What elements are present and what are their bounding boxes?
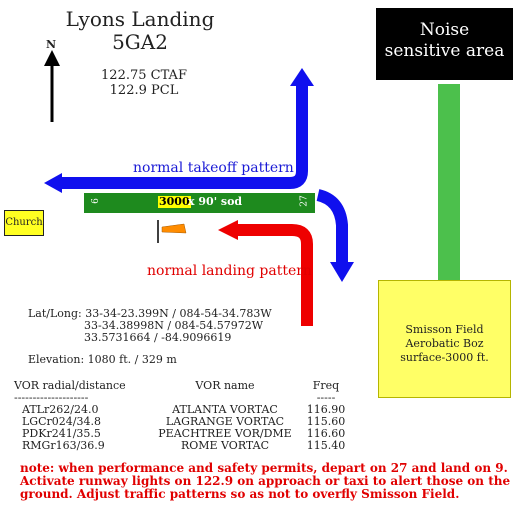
- takeoff-pattern-label: normal takeoff pattern: [133, 160, 294, 176]
- takeoff-arrowhead-up-icon: [290, 68, 314, 86]
- vor-name: ROME VORTAC: [180, 439, 270, 452]
- landing-pattern-label: normal landing pattern: [147, 263, 312, 279]
- vor-name: ATLANTA VORTAC: [172, 403, 278, 416]
- table-row: ATLr262/24.0 ATLANTA VORTAC 116.90: [14, 404, 356, 416]
- safety-note: note: when performance and safety permit…: [20, 461, 511, 501]
- vor-header-name: VOR name: [195, 379, 255, 392]
- noise-area-line1: Noise: [419, 20, 470, 40]
- lat-long-block: Lat/Long: 33-34-23.399N / 084-54-34.783W…: [28, 308, 272, 344]
- runway: 9 3000 x 90' sod 27: [84, 193, 315, 213]
- lat-long-dm: 33-34.38998N / 084-54.57972W: [84, 319, 264, 332]
- pcl-frequency: 122.9 PCL: [109, 83, 179, 98]
- smisson-field-area: Smisson Field Aerobatic Boz surface-3000…: [378, 280, 511, 398]
- vor-divider: --------------------: [14, 391, 89, 404]
- runway-end-27: 27: [299, 195, 310, 207]
- vor-radial: ATLr262/24.0: [22, 403, 99, 416]
- table-row: RMGr163/36.9 ROME VORTAC 115.40: [14, 440, 356, 452]
- vor-header-row: VOR radial/distance VOR name Freq: [14, 380, 356, 392]
- table-row: LGCr024/34.8 LAGRANGE VORTAC 115.60: [14, 416, 356, 428]
- vor-divider-row: -------------------- -----: [14, 392, 356, 404]
- vor-name: LAGRANGE VORTAC: [165, 415, 285, 428]
- airport-id: 5GA2: [112, 30, 168, 54]
- vor-name: PEACHTREE VOR/DME: [158, 427, 292, 440]
- noise-path-bar: [438, 84, 460, 294]
- vor-table: VOR radial/distance VOR name Freq ------…: [14, 380, 356, 452]
- lat-long-dms: Lat/Long: 33-34-23.399N / 084-54-34.783W: [28, 307, 272, 320]
- vor-radial: PDKr241/35.5: [22, 427, 101, 440]
- smisson-line1: Smisson Field: [405, 323, 484, 336]
- table-row: PDKr241/35.5 PEACHTREE VOR/DME 116.60: [14, 428, 356, 440]
- runway-dimensions: x 90' sod: [188, 195, 243, 208]
- vor-header-radial: VOR radial/distance: [14, 379, 126, 392]
- vor-freq: 115.60: [306, 415, 346, 428]
- noise-sensitive-area: Noise sensitive area: [376, 8, 513, 80]
- vor-radial: LGCr024/34.8: [22, 415, 101, 428]
- takeoff-arrowhead-left-icon: [44, 173, 62, 193]
- landing-arrowhead-left-icon: [218, 220, 238, 240]
- runway-length: 3000: [158, 195, 191, 208]
- frequency-block: 122.75 CTAF 122.9 PCL: [84, 68, 204, 98]
- vor-freq: 115.40: [306, 439, 346, 452]
- vor-freq: 116.60: [306, 427, 346, 440]
- elevation: Elevation: 1080 ft. / 329 m: [28, 353, 177, 366]
- noise-area-line2: sensitive area: [384, 41, 505, 61]
- takeoff-arrowhead-down-icon: [330, 262, 354, 282]
- lat-long-decimal: 33.5731664 / -84.9096619: [84, 331, 232, 344]
- north-label: N: [46, 38, 57, 51]
- vor-divider: -----: [316, 391, 336, 404]
- ctaf-frequency: 122.75 CTAF: [101, 68, 187, 83]
- smisson-line3: surface-3000 ft.: [400, 351, 489, 364]
- runway-end-9: 9: [87, 198, 98, 204]
- north-arrow-icon: [44, 50, 60, 122]
- takeoff-pattern-arrow: [62, 86, 348, 262]
- airport-name: Lyons Landing: [65, 7, 215, 31]
- windsock-icon: [157, 220, 187, 243]
- title-block: Lyons Landing 5GA2: [60, 8, 220, 53]
- vor-freq: 116.90: [306, 403, 346, 416]
- smisson-line2: Aerobatic Boz: [405, 337, 484, 350]
- landing-pattern-arrow: [236, 224, 313, 326]
- vor-header-freq: Freq: [312, 379, 340, 392]
- vor-radial: RMGr163/36.9: [22, 439, 105, 452]
- church-marker: Church: [4, 210, 44, 236]
